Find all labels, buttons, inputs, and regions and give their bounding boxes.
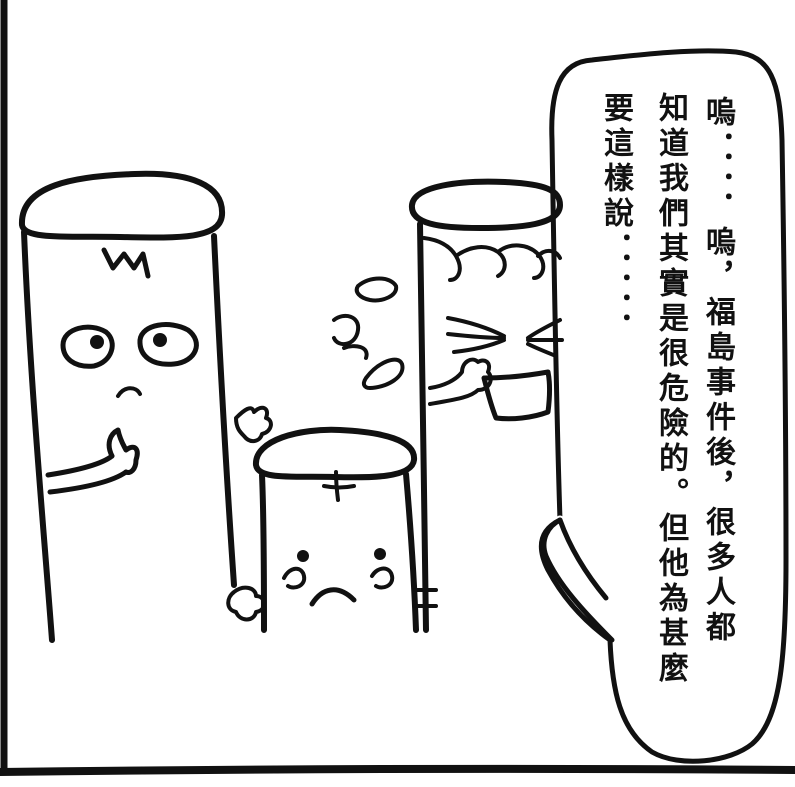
right-tall-character — [409, 178, 564, 633]
speech-line-1: 嗚．．．．嗚，福島事件後，很多人都 — [700, 96, 735, 646]
left-tall-character — [18, 170, 237, 643]
raised-hand — [234, 405, 273, 443]
speech-bubble — [538, 48, 789, 764]
small-middle-character — [226, 426, 438, 633]
speech-line-2: 知道我們其實是很危險的。但他為甚麼 — [653, 92, 688, 687]
speech-line-3: 要這樣說．．．．． — [598, 92, 633, 347]
motion-marks — [332, 276, 405, 390]
